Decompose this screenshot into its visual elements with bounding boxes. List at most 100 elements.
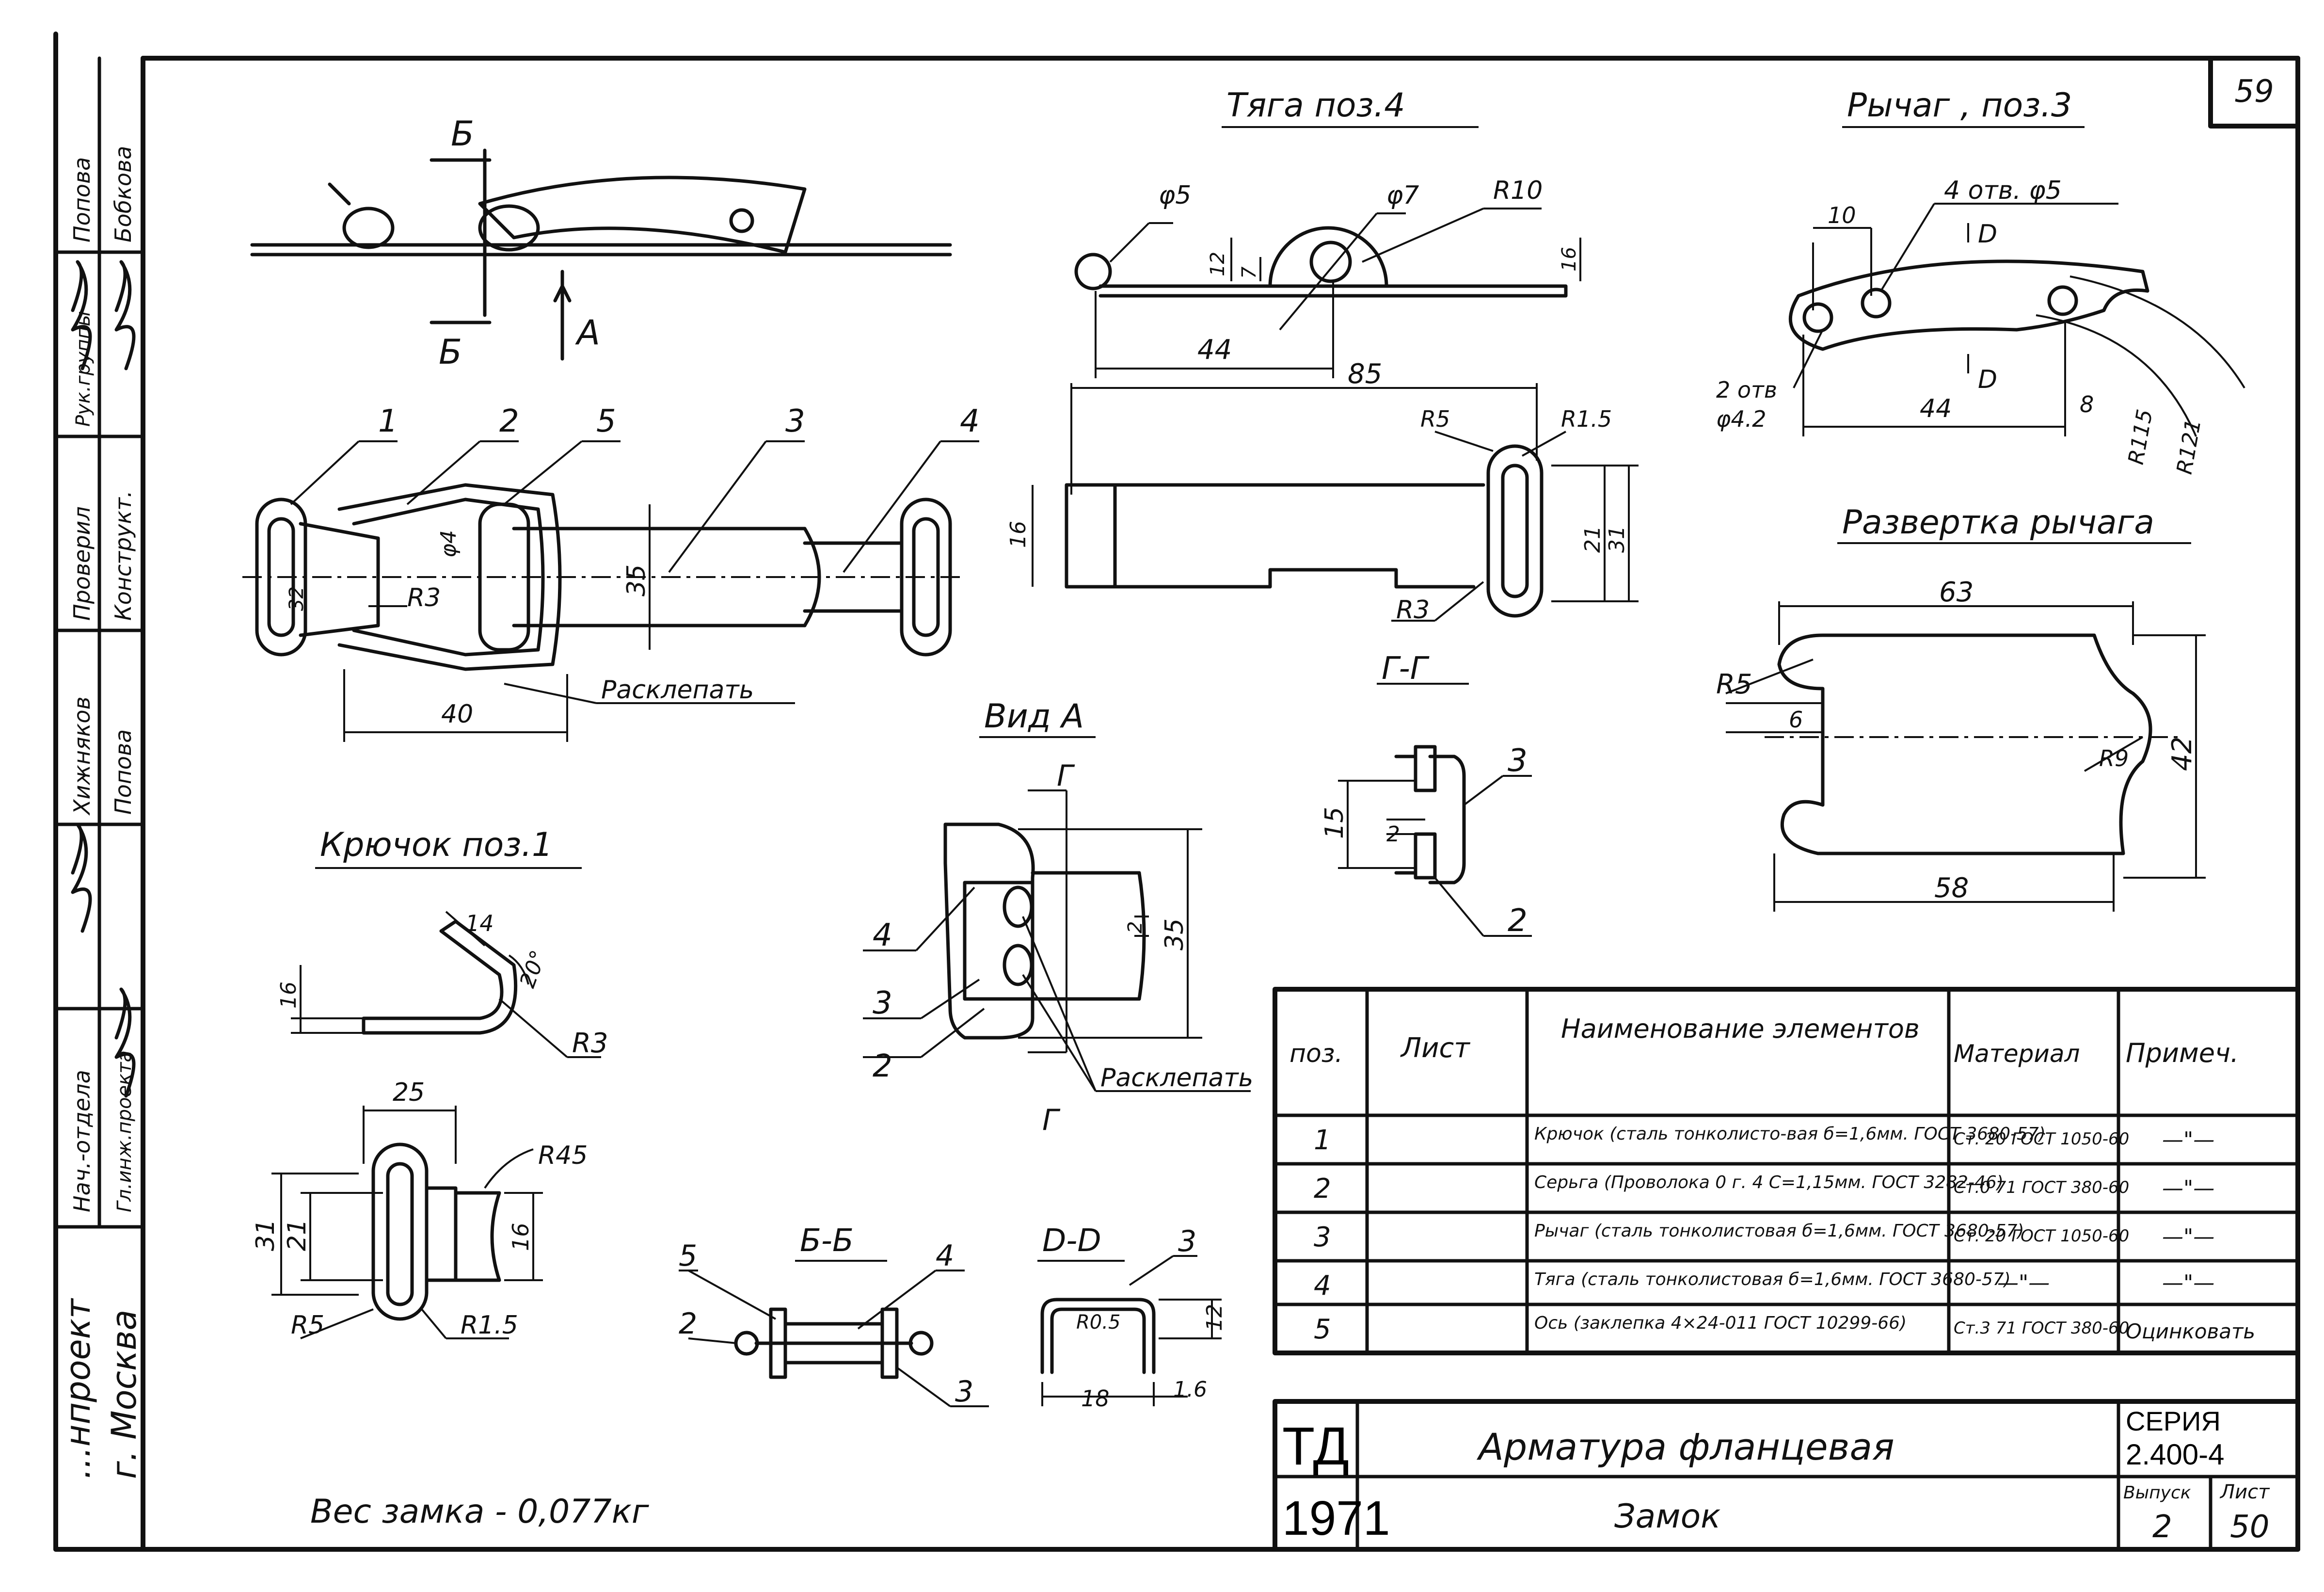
kryuchok-dim-r3: R3 bbox=[572, 1028, 608, 1059]
dd-dim-r05: R0.5 bbox=[1076, 1311, 1120, 1334]
bom-row-5-pos: 5 bbox=[1314, 1314, 1331, 1345]
bom-row-2-note: —"— bbox=[2162, 1176, 2214, 1201]
stamp-role-5: Конструкт. bbox=[110, 490, 136, 621]
bom-row-5-name: Ось (заклепка 4×24-011 ГОСТ 10299-66) bbox=[1534, 1313, 1907, 1333]
bom-row-4-material: —"— bbox=[1997, 1270, 2050, 1295]
rychag-dim-4otv: 4 отв. φ5 bbox=[1944, 176, 2062, 205]
bom-header-note: Примеч. bbox=[2126, 1038, 2239, 1068]
vid-a-callout-4: 4 bbox=[873, 917, 892, 953]
gg-dim-2: 2 bbox=[1386, 822, 1400, 847]
title-block bbox=[1273, 1399, 2300, 1552]
tyaga-dim-12: 12 bbox=[1207, 252, 1229, 276]
razvertka-dim-63: 63 bbox=[1939, 577, 1974, 608]
callout-2: 2 bbox=[499, 403, 519, 439]
signature-1 bbox=[71, 260, 92, 370]
bb-callout-4: 4 bbox=[936, 1239, 954, 1273]
tyaga-dim-85: 85 bbox=[1348, 358, 1382, 390]
kryuchok-dim-16b: 16 bbox=[508, 1222, 534, 1251]
title-block-sheet-value: 50 bbox=[2230, 1509, 2269, 1545]
gg-callout-3: 3 bbox=[1508, 743, 1528, 779]
kryuchok-dim-r45: R45 bbox=[538, 1141, 588, 1170]
kryuchok-side-view bbox=[291, 911, 601, 1058]
signature-3 bbox=[71, 822, 92, 933]
bom-row-5-material: Ст.3 71 ГОСТ 380-60 bbox=[1954, 1319, 2129, 1338]
side-stamp: ...нпроект г. Москва Нач.-отдела Гл.инж.… bbox=[58, 146, 144, 1479]
tyaga-dim-44: 44 bbox=[1197, 334, 1232, 366]
title-block-year: 1971 bbox=[1282, 1491, 1390, 1545]
bom-header-pos: поз. bbox=[1289, 1039, 1343, 1068]
kryuchok-dim-r15: R1.5 bbox=[461, 1311, 518, 1340]
razvertka-dim-6: 6 bbox=[1789, 707, 1803, 733]
bom-row-2-name: Серьга (Проволока 0 г. 4 С=1,15мм. ГОСТ … bbox=[1534, 1173, 2004, 1192]
rychag-dim-2otv: 2 отв bbox=[1716, 377, 1777, 403]
bom-header-sheet: Лист bbox=[1400, 1032, 1470, 1064]
dim-35: 35 bbox=[622, 564, 651, 596]
rychag-title: Рычаг , поз.3 bbox=[1847, 86, 2072, 125]
gg-callout-2: 2 bbox=[1508, 903, 1528, 939]
bom-row-4-note: —"— bbox=[2162, 1270, 2214, 1295]
tyaga-dim-16b: 16 bbox=[1006, 521, 1031, 548]
dim-phi4: φ4 bbox=[436, 530, 461, 558]
gg-dim-15: 15 bbox=[1320, 807, 1349, 839]
tyaga-side-view bbox=[1074, 208, 1581, 378]
kryuchok-dim-16a: 16 bbox=[276, 981, 301, 1009]
stamp-role-3: Попова bbox=[110, 729, 136, 815]
kryuchok-dim-21: 21 bbox=[283, 1219, 312, 1251]
dd-dim-18: 18 bbox=[1081, 1385, 1110, 1412]
vid-a-note-rasklepat: Расклепать bbox=[1100, 1063, 1253, 1093]
callout-5: 5 bbox=[596, 403, 616, 439]
kryuchok-dim-31: 31 bbox=[251, 1219, 280, 1251]
bb-callout-3: 3 bbox=[955, 1375, 973, 1409]
tyaga-dim-21: 21 bbox=[1580, 526, 1605, 553]
rychag-dim-10: 10 bbox=[1828, 202, 1856, 228]
main-plan-view bbox=[242, 440, 979, 742]
razvertka-title: Развертка рычага bbox=[1842, 503, 2154, 542]
vid-a-section-top: Г bbox=[1057, 759, 1075, 793]
vid-a-view bbox=[863, 789, 1251, 1092]
vid-a-title: Вид А bbox=[984, 697, 1084, 736]
bom-row-2-material: Ст.0 71 ГОСТ 380-60 bbox=[1954, 1178, 2129, 1197]
tyaga-dim-phi7: φ7 bbox=[1386, 181, 1419, 210]
note-rasklepat-main: Расклепать bbox=[601, 675, 754, 705]
stamp-role-4: Проверил bbox=[69, 506, 95, 621]
bom-header-material: Материал bbox=[1954, 1040, 2080, 1068]
title-block-series-value: 2.400-4 bbox=[2126, 1438, 2225, 1471]
title-block-subtitle: Замок bbox=[1614, 1497, 1720, 1536]
stamp-role-2: Хижняков bbox=[69, 696, 95, 816]
tyaga-dim-r10: R10 bbox=[1493, 176, 1543, 205]
razvertka-dim-42: 42 bbox=[2166, 737, 2198, 771]
vid-a-section-bottom: Г bbox=[1042, 1103, 1061, 1137]
dd-callout-3: 3 bbox=[1178, 1224, 1196, 1258]
stamp-city: г. Москва bbox=[104, 1310, 144, 1479]
vid-a-dim-2: 2 bbox=[1124, 921, 1146, 933]
dd-dim-16: 1.6 bbox=[1173, 1377, 1207, 1402]
section-dd-title: D-D bbox=[1042, 1223, 1101, 1259]
rychag-dim-44: 44 bbox=[1920, 394, 1952, 423]
callout-1: 1 bbox=[378, 403, 398, 439]
rychag-dim-r121: R121 bbox=[2172, 417, 2206, 476]
bom-row-3-material: Ст. 20 ГОСТ 1050-60 bbox=[1954, 1226, 2129, 1246]
drawing-frame bbox=[53, 32, 2300, 1552]
razvertka-view bbox=[1725, 601, 2206, 912]
bb-callout-2: 2 bbox=[679, 1307, 697, 1341]
kryuchok-dim-25: 25 bbox=[393, 1078, 425, 1107]
tyaga-dim-r5: R5 bbox=[1420, 406, 1450, 432]
section-dd-view bbox=[1040, 1255, 1222, 1406]
kryuchok-dim-r5: R5 bbox=[291, 1311, 324, 1340]
rychag-dim-8: 8 bbox=[2080, 391, 2094, 418]
tyaga-dim-r15: R1.5 bbox=[1561, 406, 1612, 432]
vid-a-callout-3: 3 bbox=[873, 985, 892, 1021]
section-bb-title: Б-Б bbox=[800, 1223, 854, 1259]
section-b-bottom: Б bbox=[439, 332, 462, 372]
bom-row-3-pos: 3 bbox=[1314, 1222, 1331, 1253]
title-block-issue-label: Выпуск bbox=[2123, 1483, 2191, 1503]
section-gg-title: Г-Г bbox=[1382, 651, 1430, 687]
weight-note: Вес замка - 0,077кг bbox=[310, 1493, 650, 1531]
view-arrow-a: А bbox=[575, 313, 600, 353]
title-block-issue-value: 2 bbox=[2152, 1509, 2172, 1545]
razvertka-dim-r5: R5 bbox=[1716, 669, 1752, 700]
bom-row-1-name: Крючок (сталь тонколисто-вая б=1,6мм. ГО… bbox=[1534, 1124, 2046, 1144]
tyaga-dim-7: 7 bbox=[1238, 266, 1260, 279]
kryuchok-title: Крючок поз.1 bbox=[320, 826, 553, 864]
